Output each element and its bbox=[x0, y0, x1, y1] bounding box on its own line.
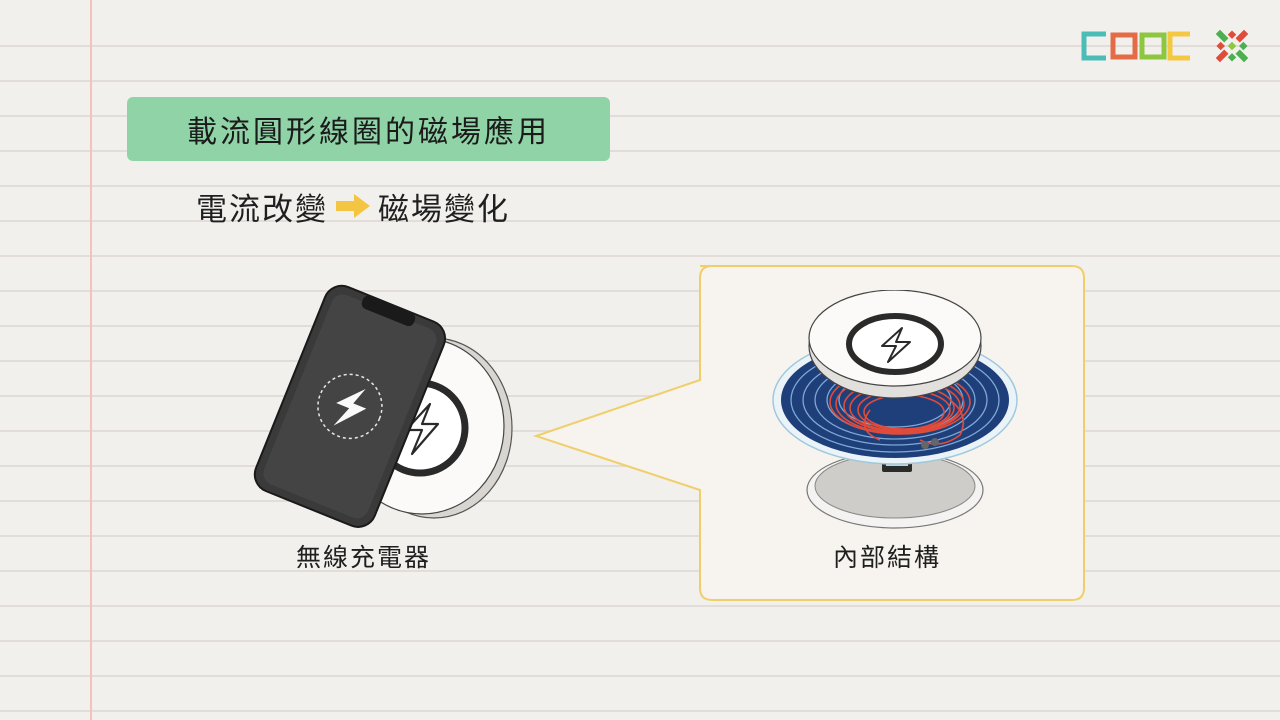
notebook-margin-line bbox=[90, 0, 92, 720]
title-banner: 載流圓形線圈的磁場應用 bbox=[127, 97, 610, 161]
lightning-bolt-icon bbox=[881, 327, 911, 363]
wireless-charger-illustration bbox=[253, 284, 513, 528]
subtitle-row: 電流改變 磁場變化 bbox=[196, 184, 510, 228]
cooc-logo bbox=[1081, 31, 1190, 61]
arrow-right-icon bbox=[336, 194, 370, 218]
page-title: 載流圓形線圈的磁場應用 bbox=[187, 115, 550, 150]
subtitle-right: 磁場變化 bbox=[378, 191, 510, 228]
phone bbox=[253, 284, 447, 528]
inner-structure-illustration bbox=[772, 290, 1018, 529]
inner-structure-label: 內部結構 bbox=[833, 543, 942, 572]
cross-logo-icon bbox=[1215, 29, 1249, 63]
subtitle-left: 電流改變 bbox=[196, 191, 328, 228]
charger-label: 無線充電器 bbox=[296, 543, 432, 572]
